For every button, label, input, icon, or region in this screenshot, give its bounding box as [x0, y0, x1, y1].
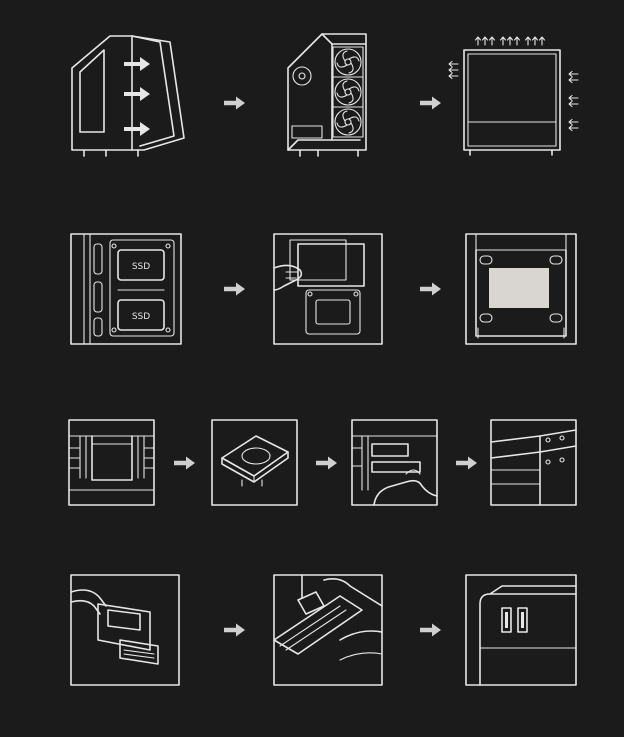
arrow-icon — [420, 624, 441, 637]
step-airflow — [449, 37, 578, 155]
fan-icon — [333, 47, 363, 77]
step-front-usb-ports — [466, 575, 576, 685]
step-ssd-plate — [466, 234, 576, 344]
step-usb-header-cable — [71, 575, 179, 685]
step-open-side-panel — [72, 36, 184, 156]
arrow-icon — [420, 97, 441, 110]
mounting-plate — [489, 268, 549, 308]
step-insert-hdd — [352, 420, 437, 505]
fan-icon — [333, 107, 363, 137]
push-arrow-icon — [124, 57, 150, 136]
step-remove-ssd — [274, 234, 382, 344]
ssd-label: SSD — [132, 262, 150, 272]
ssd-label: SSD — [132, 312, 150, 322]
step-hdd — [212, 420, 297, 505]
step-ssd-bracket: SSD SSD — [71, 234, 181, 344]
arrow-icon — [456, 457, 477, 470]
fan-icon — [333, 77, 363, 107]
arrow-icon — [224, 283, 245, 296]
step-plug-into-motherboard — [274, 575, 382, 685]
step-drive-cage — [69, 420, 154, 505]
step-drive-bays — [491, 420, 576, 505]
arrow-icon — [224, 624, 245, 637]
arrow-icon — [420, 283, 441, 296]
arrow-icon — [224, 97, 245, 110]
arrow-icon — [174, 457, 195, 470]
step-front-fans — [288, 34, 366, 156]
arrow-icon — [316, 457, 337, 470]
